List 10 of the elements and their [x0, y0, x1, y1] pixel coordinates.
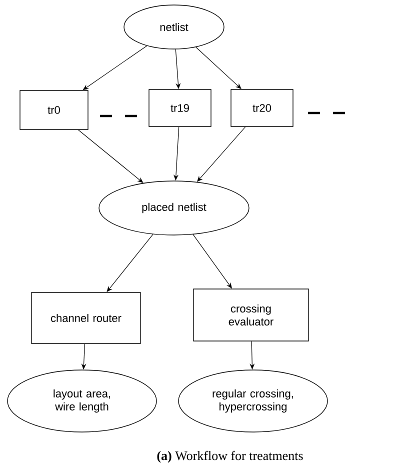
ellipse-node: netlist [124, 4, 224, 50]
process-box: tr20 [230, 89, 294, 127]
process-box: tr19 [148, 89, 212, 127]
caption: (a) Workflow for treatments [157, 450, 303, 463]
ellipse-node: regular crossing, hypercrossing [178, 370, 328, 432]
process-box: channel router [31, 292, 141, 344]
process-box: crossing evaluator [193, 288, 309, 342]
process-box: tr0 [20, 90, 88, 130]
ellipse-node: placed netlist [98, 180, 250, 236]
ellipse-node: layout area, wire length [7, 370, 157, 432]
